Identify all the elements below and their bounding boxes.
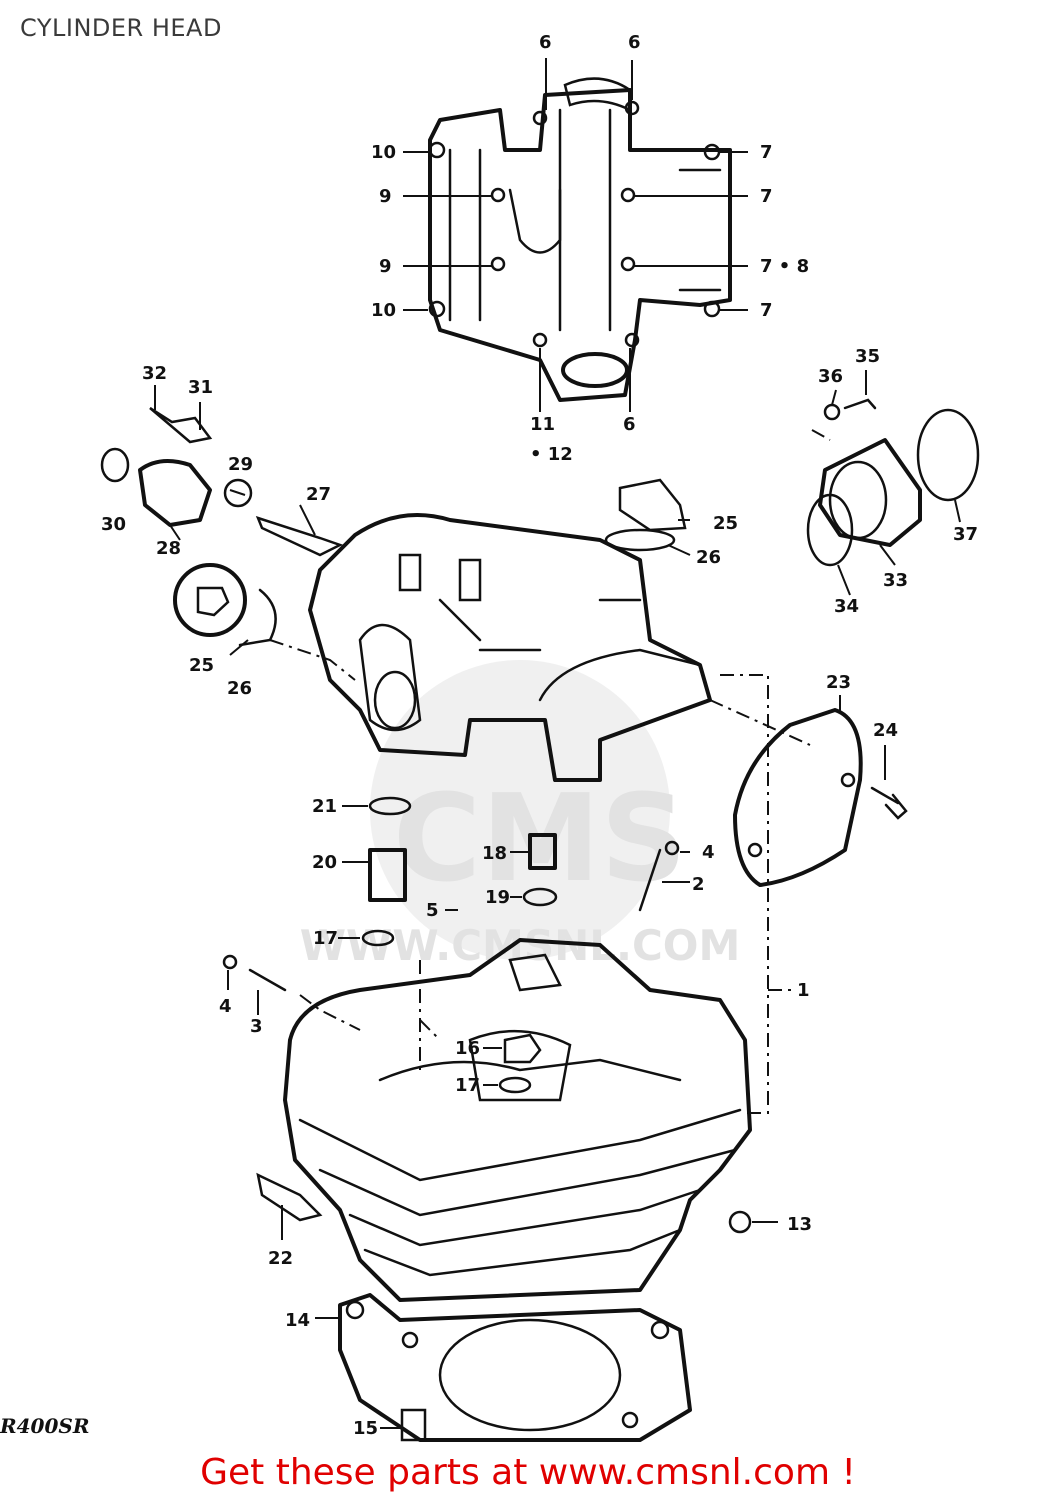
callout-15: 15 bbox=[353, 1418, 378, 1439]
callout-35: 35 bbox=[855, 346, 880, 367]
callout-25: 25 bbox=[713, 513, 738, 534]
callout-4: 4 bbox=[702, 842, 715, 863]
callout-3: 3 bbox=[250, 1016, 263, 1037]
callout-21: 21 bbox=[312, 796, 337, 817]
callout-20: 20 bbox=[312, 852, 337, 873]
callout-9: 9 bbox=[379, 256, 392, 277]
callout-4: 4 bbox=[219, 996, 232, 1017]
watermark-url: WWW.CMSNL.COM bbox=[300, 921, 741, 970]
watermark: CMS WWW.CMSNL.COM bbox=[300, 660, 741, 970]
exploded-parts-diagram: CMS WWW.CMSNL.COM bbox=[100, 32, 980, 1442]
callout-2: 2 bbox=[692, 874, 705, 895]
cam-holder-drawing bbox=[308, 513, 712, 782]
callout-17: 17 bbox=[455, 1075, 480, 1096]
model-code: R400SR bbox=[0, 1414, 90, 1438]
callout-36: 36 bbox=[818, 366, 843, 387]
callout-7-8: 7 • 8 bbox=[760, 256, 809, 277]
callout-10: 10 bbox=[371, 300, 396, 321]
callout-6: 6 bbox=[539, 32, 552, 53]
callout-7: 7 bbox=[760, 186, 773, 207]
callout-1: 1 bbox=[797, 980, 810, 1001]
callout-7: 7 bbox=[760, 300, 773, 321]
callout-23: 23 bbox=[826, 672, 851, 693]
callout-10: 10 bbox=[371, 142, 396, 163]
callout-22: 22 bbox=[268, 1248, 293, 1269]
callout-11: 11 bbox=[530, 414, 555, 435]
footer-link[interactable]: Get these parts at www.cmsnl.com ! bbox=[200, 1452, 856, 1493]
callout-16: 16 bbox=[455, 1038, 480, 1059]
callout-28: 28 bbox=[156, 538, 181, 559]
callout-5: 5 bbox=[426, 900, 439, 921]
callout-24: 24 bbox=[873, 720, 898, 741]
diagram-title: CYLINDER HEAD bbox=[20, 14, 222, 42]
callout-9: 9 bbox=[379, 186, 392, 207]
callout-18: 18 bbox=[482, 843, 507, 864]
callout-27: 27 bbox=[306, 484, 331, 505]
callout-17: 17 bbox=[313, 928, 338, 949]
callout-19: 19 bbox=[485, 887, 510, 908]
watermark-brand: CMS bbox=[393, 770, 687, 909]
callout-34: 34 bbox=[834, 596, 859, 617]
callout-7: 7 bbox=[760, 142, 773, 163]
callout-6: 6 bbox=[628, 32, 641, 53]
callout-29: 29 bbox=[228, 454, 253, 475]
callout-37: 37 bbox=[953, 524, 978, 545]
callout-32: 32 bbox=[142, 363, 167, 384]
leader-lines bbox=[154, 58, 961, 1429]
cylinder-head-drawing bbox=[283, 938, 752, 1442]
callout-labels: 1 2 3 4 4 5 6 6 6 7 7 7 • 8 7 9 9 10 10 … bbox=[101, 32, 978, 1439]
callout-14: 14 bbox=[285, 1310, 310, 1331]
callout-26: 26 bbox=[227, 678, 252, 699]
callout-30: 30 bbox=[101, 514, 126, 535]
callout-6: 6 bbox=[623, 414, 636, 435]
callout-31: 31 bbox=[188, 377, 213, 398]
callout-12: • 12 bbox=[530, 444, 573, 465]
callout-26: 26 bbox=[696, 547, 721, 568]
head-cover-drawing bbox=[428, 77, 732, 402]
callout-33: 33 bbox=[883, 570, 908, 591]
callout-25: 25 bbox=[189, 655, 214, 676]
callout-13: 13 bbox=[787, 1214, 812, 1235]
